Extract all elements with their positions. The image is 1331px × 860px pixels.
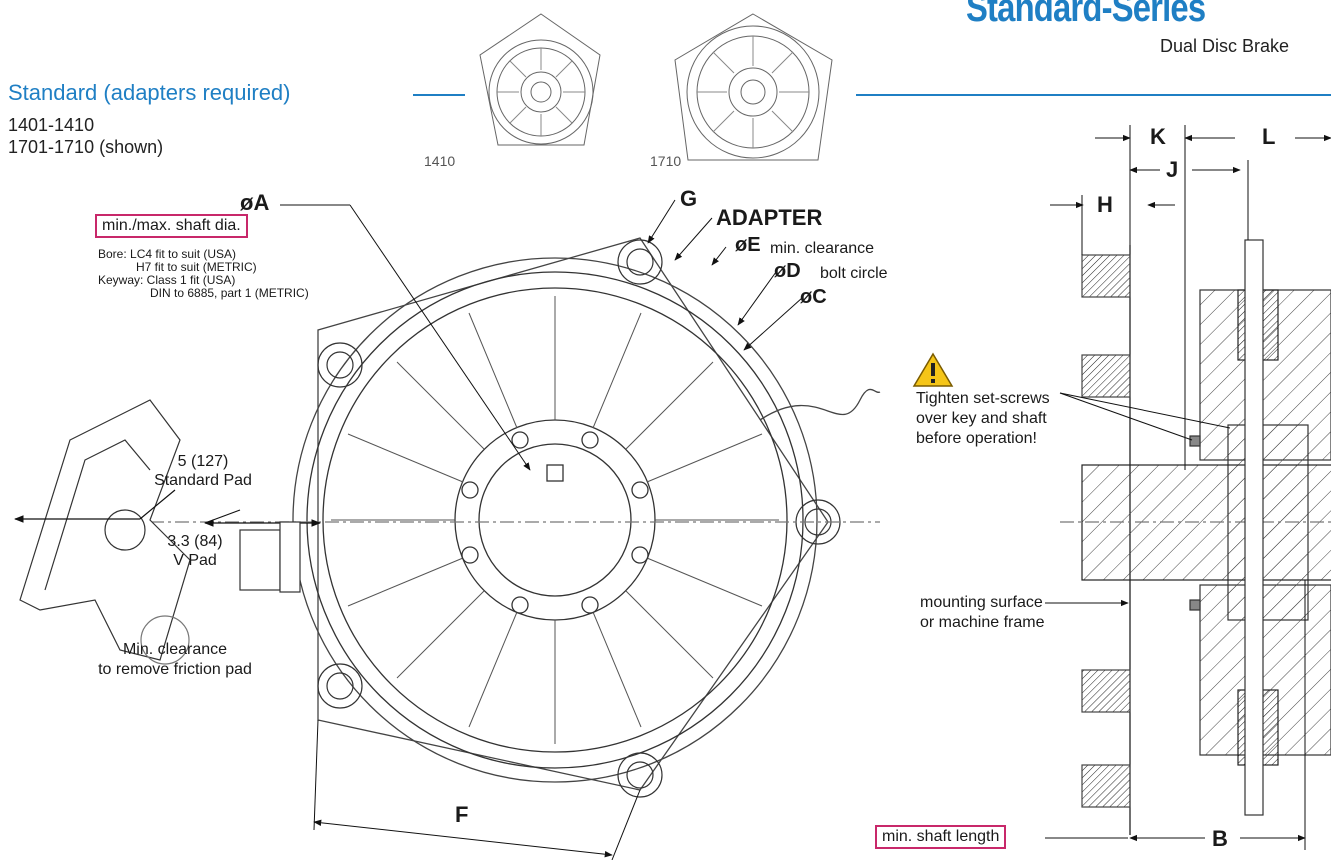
thumbnail-label-1410: 1410 [424,153,456,169]
keyway-note-2: DIN to 6885, part 1 (METRIC) [150,286,309,300]
mount-note-1: mounting surface [920,594,1043,611]
dim-h-label: H [1097,192,1113,217]
dim-d-label: øD [774,260,801,282]
bore-note-1: Bore: LC4 fit to suit (USA) [98,247,237,261]
leader-lines [280,199,803,860]
pad-v-1: 3.3 (84) [167,533,223,550]
section-title: Standard (adapters required) [8,80,291,105]
pad-standard-2: Standard Pad [154,472,252,489]
thumbnail-1710 [674,13,833,161]
caliper-side-view [14,399,321,665]
shaft-length-note: min. shaft length [875,825,1007,849]
dim-f-label: F [455,802,469,827]
dim-c-label: øC [800,286,827,308]
side-dimensions [1045,125,1331,850]
dim-j-label: J [1166,157,1179,182]
mount-note-2: or machine frame [920,614,1045,631]
dim-l-label: L [1262,124,1276,149]
dim-k-label: K [1150,124,1166,149]
models-line-1: 1401-1410 [8,115,95,135]
brake-front-view [150,237,881,798]
dim-e-label: øE [735,234,761,256]
dim-g-label: G [680,186,698,211]
shaft-dia-note: min./max. shaft dia. [95,214,248,238]
warning-line-2: over key and shaft [916,410,1047,427]
thumbnail-label-1710: 1710 [650,153,682,169]
pad-standard-1: 5 (127) [177,453,229,470]
brake-side-section [1060,239,1331,835]
keyway-note-1: Keyway: Class 1 fit (USA) [98,273,236,287]
dim-e-note: min. clearance [770,240,875,257]
models-line-2: 1701-1710 (shown) [8,137,164,157]
warning-line-1: Tighten set-screws [916,390,1050,407]
caliper-block [239,521,301,593]
clearance-note-1: Min. clearance [122,641,228,658]
thumbnail-1410 [479,13,601,146]
warning-icon [912,352,954,387]
dim-d-note: bolt circle [820,265,888,282]
pad-v-2: V Pad [173,552,217,569]
adapter-label: ADAPTER [716,205,823,230]
bore-note-2: H7 fit to suit (METRIC) [136,260,257,274]
clearance-note-2: to remove friction pad [98,661,252,678]
series-subtitle: Dual Disc Brake [1160,36,1290,56]
series-title: Standard-Series [966,0,1206,30]
warning-line-3: before operation! [916,430,1037,447]
dim-a-label: øA [240,190,270,215]
dim-b-label: B [1212,826,1228,851]
